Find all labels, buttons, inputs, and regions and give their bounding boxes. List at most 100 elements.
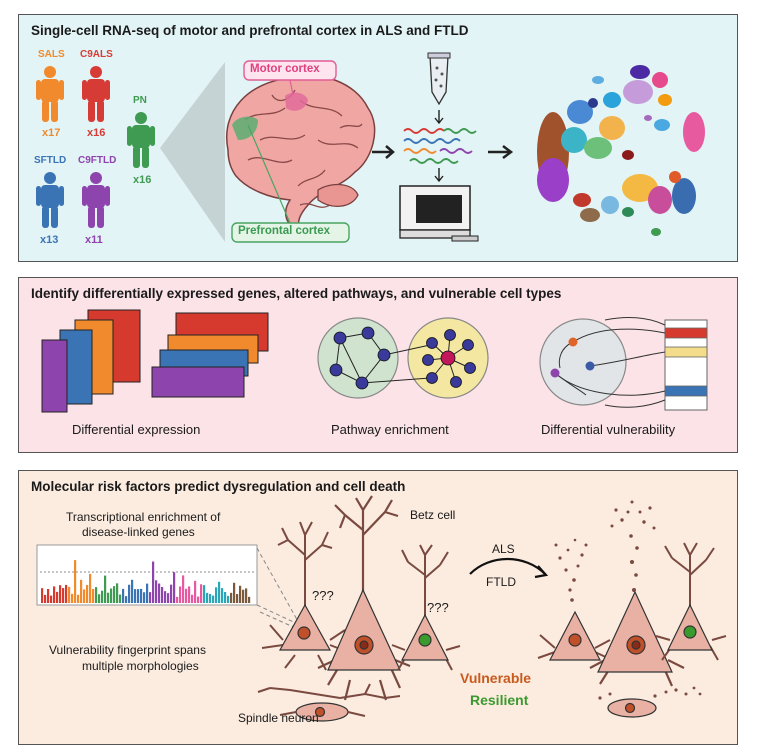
neuron-betz (317, 495, 411, 701)
sequencing-reads-icon (403, 128, 477, 164)
panel-3-title: Molecular risk factors predict dysregula… (31, 479, 406, 494)
enrichment-plot-bar (245, 588, 248, 603)
enrichment-plot-bar (227, 595, 230, 603)
enrichment-plot-bar (95, 587, 98, 603)
prefrontal-cortex-label: Prefrontal cortex (238, 225, 331, 237)
enrichment-plot-bar (149, 592, 152, 603)
enrichment-plot-bar (239, 585, 242, 603)
enrichment-plot-bar (221, 588, 224, 603)
enrichment-plot-bar (191, 594, 194, 603)
enrichment-plot-bar (116, 583, 119, 603)
als-label: ALS (492, 542, 515, 556)
enrichment-plot-bar (41, 588, 44, 603)
enrichment-plot-bar (92, 588, 95, 603)
arrow-right-icon (488, 145, 514, 159)
enrichment-plot-bar (230, 592, 233, 603)
resilient-label: Resilient (470, 692, 529, 708)
enrichment-plot-bar (158, 583, 161, 603)
differential-vulnerability-icon (539, 317, 708, 411)
enrichment-plot-bar (197, 596, 200, 603)
person-icon-sftld (36, 172, 64, 228)
enrichment-plot-bar (128, 584, 131, 603)
caption-differential-expression: Differential expression (72, 422, 201, 437)
neuron-degenerating-betz (589, 500, 685, 687)
enrichment-plot-bar (167, 593, 170, 603)
group-label-sftld: SFTLD (34, 155, 67, 166)
enrichment-plot-bar (119, 594, 122, 603)
enrichment-plot-icon (36, 544, 258, 606)
group-count-pn: x16 (133, 174, 152, 186)
enrichment-plot-bar (71, 593, 74, 603)
enrichment-plot-bar (164, 591, 167, 603)
enrichment-plot-bar (131, 579, 134, 603)
enrichment-plot-bar (170, 584, 173, 603)
enrichment-plot-bar (101, 590, 104, 603)
enrichment-plot-bar (209, 593, 212, 603)
group-label-c9ftld: C9FTLD (78, 155, 117, 166)
person-icon-pn (127, 112, 155, 168)
enrichment-plot-bar (155, 580, 158, 603)
enrichment-label-line2: disease-linked genes (82, 525, 195, 539)
spindle-neuron-label: Spindle neuron (238, 711, 319, 725)
zoom-wedge (160, 62, 225, 242)
differential-expression-icon (41, 309, 141, 413)
umap-cluster-plot (537, 65, 705, 236)
unknown-marker-2: ??? (427, 600, 449, 615)
enrichment-plot-bar (125, 596, 128, 603)
enrichment-plot-bar (74, 560, 77, 603)
group-count-c9als: x16 (87, 127, 106, 139)
enrichment-plot-bar (194, 580, 197, 603)
enrichment-plot-bar (47, 589, 50, 603)
enrichment-plot-bar (86, 584, 89, 603)
group-label-c9als: C9ALS (80, 49, 113, 60)
sequencer-machine-icon (399, 185, 479, 242)
enrichment-plot-bar (161, 587, 164, 603)
enrichment-plot-bar (80, 579, 83, 603)
group-count-sftld: x13 (40, 234, 59, 246)
enrichment-plot-bar (83, 589, 86, 603)
group-label-pn: PN (133, 95, 147, 106)
panel-molecular-risk: Molecular risk factors predict dysregula… (18, 470, 738, 745)
enrichment-plot-bar (98, 594, 101, 603)
brain-illustration (226, 74, 376, 234)
enrichment-plot-bar (50, 595, 53, 603)
person-icon-c9ftld (82, 172, 110, 228)
neuron-degenerating-spindle (598, 686, 702, 718)
caption-pathway-enrichment: Pathway enrichment (331, 422, 449, 437)
panel-2-title: Identify differentially expressed genes,… (31, 286, 562, 301)
arrow-right-icon (372, 145, 395, 159)
enrichment-plot-bar (188, 586, 191, 603)
enrichment-plot-bar (62, 588, 65, 603)
enrichment-plot-bar (212, 595, 215, 603)
enrichment-plot-bar (104, 575, 107, 603)
caption-differential-vulnerability: Differential vulnerability (541, 422, 676, 437)
group-label-sals: SALS (38, 49, 65, 60)
enrichment-plot-bar (89, 573, 92, 603)
neuron-pyramidal-left (261, 521, 349, 671)
disease-progression-arrow (469, 557, 546, 575)
neuron-degenerating-left (537, 538, 613, 661)
enrichment-plot-bar (173, 572, 176, 603)
enrichment-plot-bar (176, 596, 179, 603)
enrichment-plot-bar (185, 588, 188, 603)
enrichment-plot-bar (224, 591, 227, 603)
fingerprint-label-line1: Vulnerability fingerprint spans (49, 643, 206, 657)
neuron-spindle (257, 683, 401, 722)
motor-cortex-label: Motor cortex (250, 63, 320, 75)
enrichment-plot-bar (206, 592, 209, 603)
enrichment-plot-bar (203, 585, 206, 603)
enrichment-plot-bar (53, 586, 56, 603)
enrichment-plot-bar (134, 589, 137, 603)
enrichment-plot-bar (200, 584, 203, 603)
enrichment-plot-bar (143, 592, 146, 603)
enrichment-plot-bar (113, 586, 116, 603)
enrichment-plot-bar (77, 594, 80, 603)
enrichment-plot-bar (242, 589, 245, 603)
unknown-marker-1: ??? (312, 588, 334, 603)
enrichment-plot-bar (110, 588, 113, 603)
panel-1-title: Single-cell RNA-seq of motor and prefron… (31, 23, 469, 38)
fingerprint-label-line2: multiple morphologies (82, 659, 199, 673)
